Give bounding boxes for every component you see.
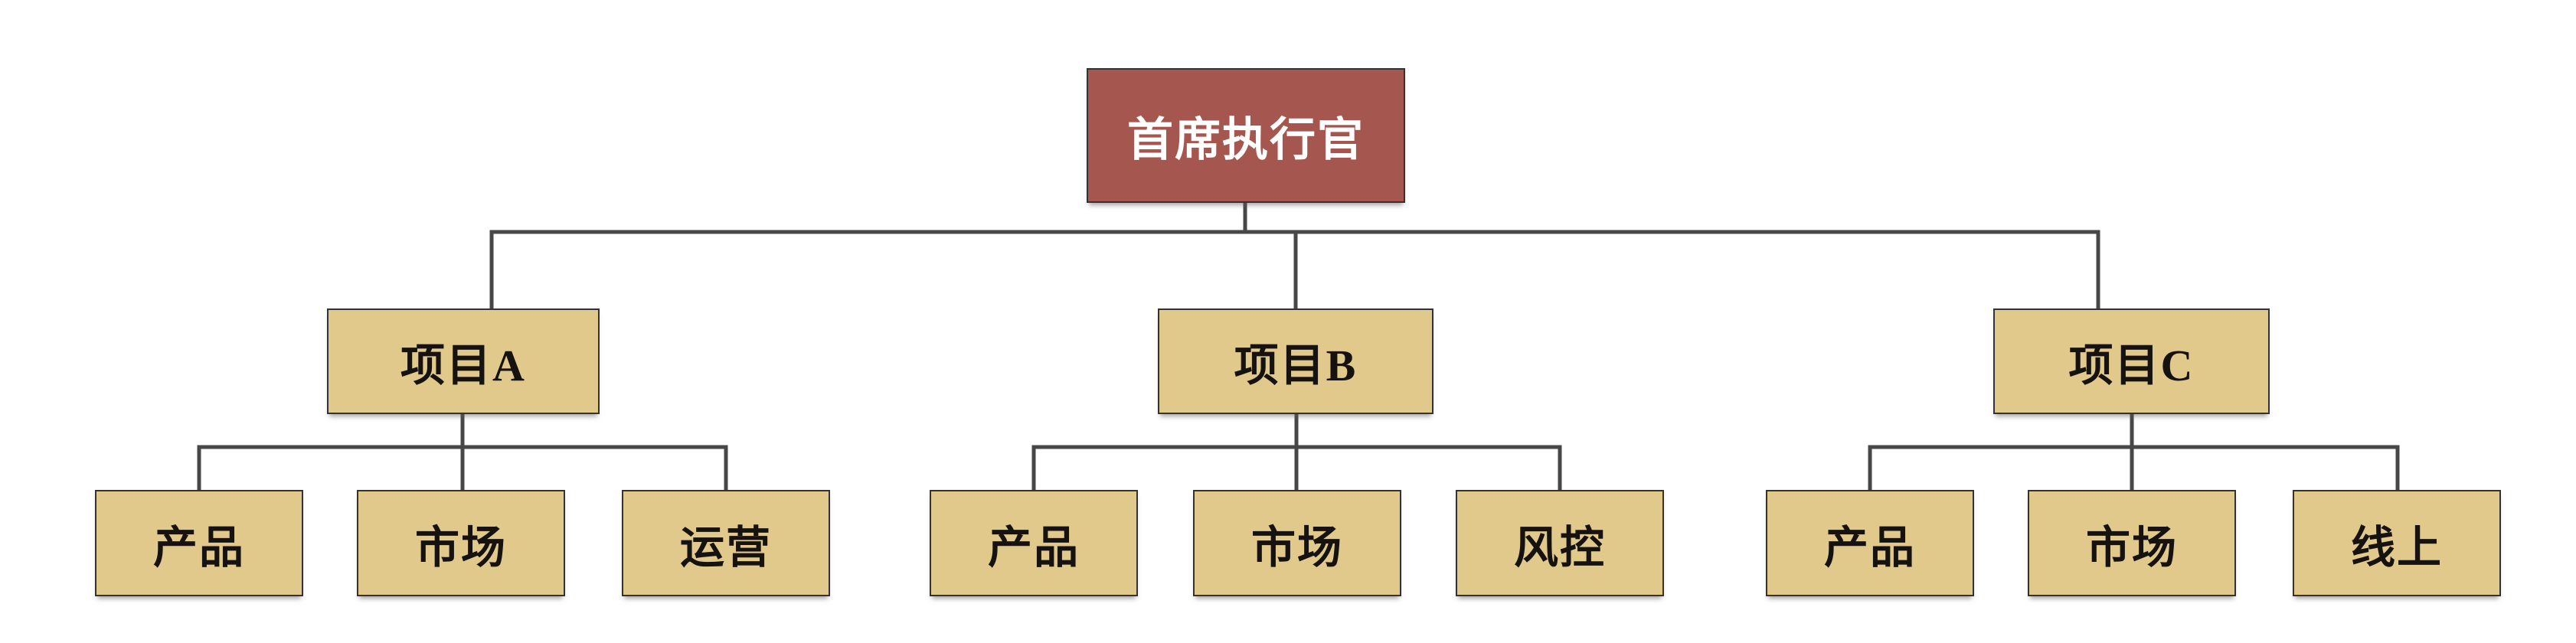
node-project-b: 项目B xyxy=(1158,308,1433,414)
connector-c-rail xyxy=(1868,445,2400,490)
node-project-c: 项目C xyxy=(1993,308,2270,414)
connector-b-rail xyxy=(1031,445,1562,490)
node-project-a: 项目A xyxy=(327,308,600,414)
connector-a-rail xyxy=(197,445,728,490)
node-c-product: 产品 xyxy=(1766,490,1974,596)
node-a-product: 产品 xyxy=(95,490,303,596)
node-ceo: 首席执行官 xyxy=(1087,68,1405,203)
node-b-product: 产品 xyxy=(930,490,1138,596)
node-b-risk: 风控 xyxy=(1456,490,1664,596)
node-b-market: 市场 xyxy=(1193,490,1401,596)
node-a-operations: 运营 xyxy=(622,490,830,596)
node-a-market: 市场 xyxy=(357,490,565,596)
node-c-market: 市场 xyxy=(2028,490,2236,596)
node-c-online: 线上 xyxy=(2293,490,2501,596)
